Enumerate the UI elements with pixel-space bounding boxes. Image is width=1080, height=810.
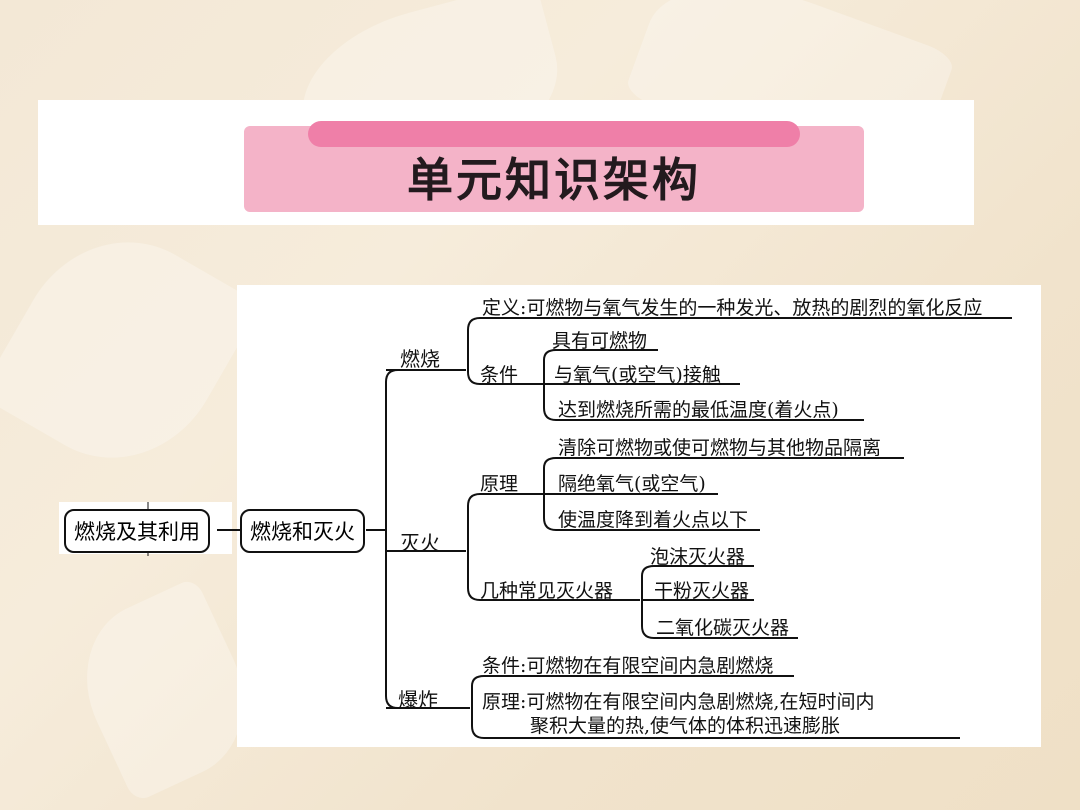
- condition-2: 与氧气(或空气)接触: [554, 364, 721, 386]
- explosion-principle-line-2: 聚积大量的热,使气体的体积迅速膨胀: [530, 715, 841, 737]
- extinguisher-3: 二氧化碳灭火器: [656, 617, 790, 639]
- branch-burning: 燃烧: [400, 347, 440, 371]
- title-banner-ribbon: [308, 121, 800, 147]
- principle-1: 清除可燃物或使可燃物与其他物品隔离: [558, 437, 882, 459]
- principle-label: 原理: [480, 473, 519, 495]
- topic-node: 燃烧和灭火: [240, 509, 365, 553]
- explosion-condition: 条件:可燃物在有限空间内急剧燃烧: [482, 655, 774, 677]
- condition-3: 达到燃烧所需的最低温度(着火点): [558, 399, 839, 421]
- burning-bracket: [467, 317, 481, 385]
- branch-explosion: 爆炸: [398, 688, 438, 712]
- main-trunk: [385, 369, 399, 709]
- explosion-principle-line-1: 原理:可燃物在有限空间内急剧燃烧,在短时间内: [482, 691, 875, 713]
- principle-2: 隔绝氧气(或空气): [558, 473, 706, 495]
- branch-extinguish: 灭火: [400, 531, 440, 555]
- extinguishers-label: 几种常见灭火器: [480, 580, 614, 602]
- extinguishers-bracket: [641, 565, 655, 639]
- extinguish-bracket: [467, 493, 481, 601]
- principle-3: 使温度降到着火点以下: [558, 509, 749, 531]
- page-title: 单元知识架构: [407, 153, 701, 207]
- extinguisher-2: 干粉灭火器: [654, 580, 750, 602]
- diagram-panel: [237, 285, 1041, 747]
- explosion-bracket: [471, 675, 485, 739]
- extinguisher-1: 泡沫灭火器: [650, 546, 746, 568]
- condition-1: 具有可燃物: [552, 330, 648, 352]
- root-node: 燃烧及其利用: [64, 509, 210, 553]
- title-panel: 单元知识架构: [38, 100, 974, 225]
- conditions-label: 条件: [480, 364, 519, 386]
- burning-definition: 定义:可燃物与氧气发生的一种发光、放热的剧烈的氧化反应: [482, 297, 983, 319]
